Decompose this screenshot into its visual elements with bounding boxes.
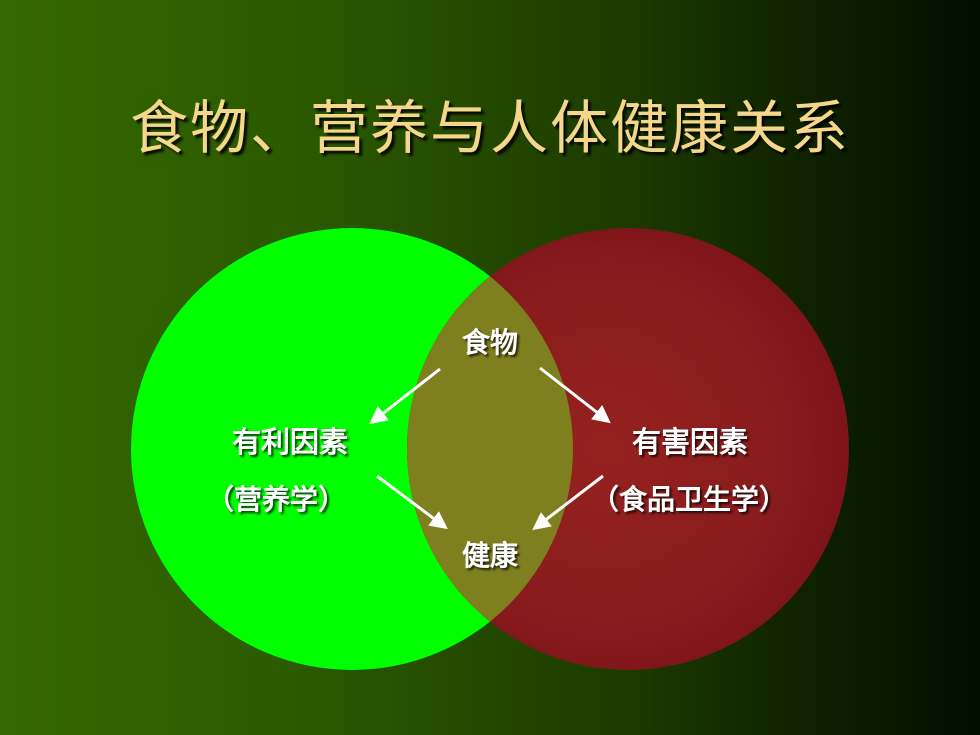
arrow-food-to-harmful — [539, 366, 611, 424]
food-hygiene-label: （食品卫生学） — [590, 483, 787, 516]
harmful-factors-label: 有害因素 — [631, 425, 748, 459]
arrow-food-to-favorable — [369, 367, 441, 425]
food-label: 食物 — [461, 326, 518, 359]
overlap-region — [407, 228, 573, 670]
slide-title: 食物、营养与人体健康关系 — [129, 94, 850, 162]
arrow-favorable-to-health — [376, 474, 448, 530]
health-label: 健康 — [461, 539, 518, 572]
favorable-factors-label: 有利因素 — [231, 425, 348, 459]
nutrition-science-label: （营养学） — [205, 483, 346, 516]
arrow-harmful-to-health — [532, 474, 604, 531]
